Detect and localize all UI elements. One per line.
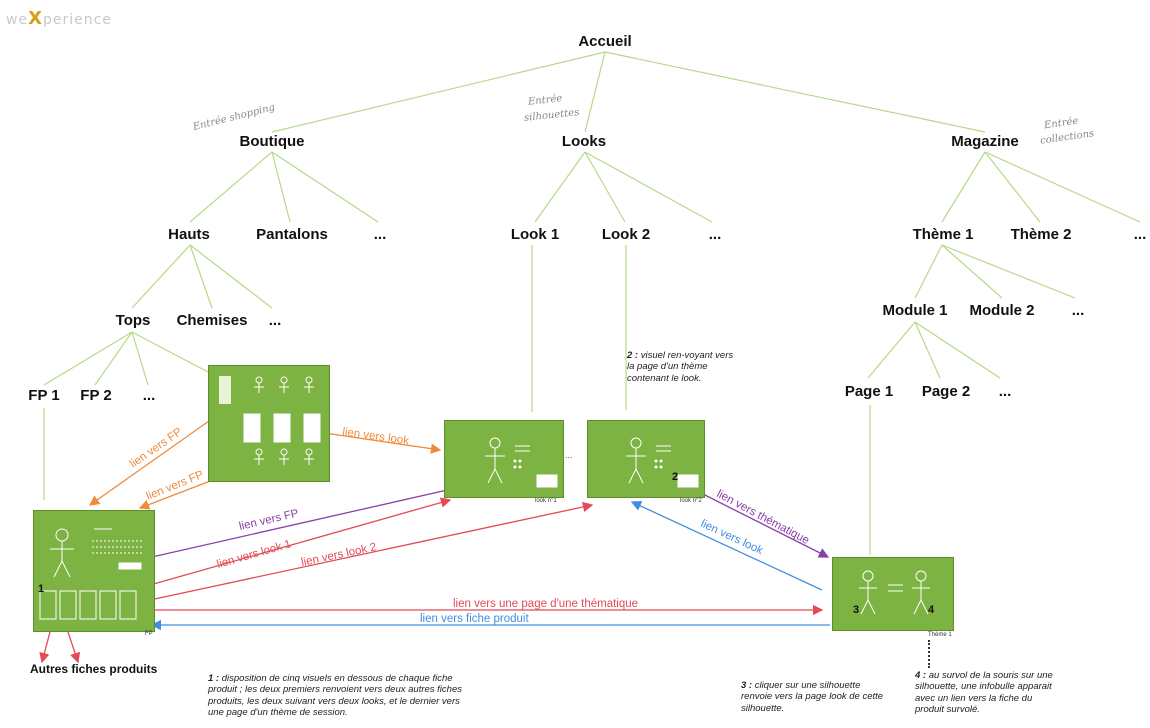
node-hauts-more: ... [268,312,282,329]
look2-caption: look n°2 [680,498,702,504]
node-look1: Look 1 [510,226,560,243]
look1-caption: look n°1 [535,498,557,504]
ellipsis-between-looks: ... [565,450,573,460]
link-label-fiche-produit: lien vers fiche produit [420,613,529,625]
marker-4: 4 [928,604,935,616]
node-look2: Look 2 [601,226,651,243]
note-2: 2 : visuel ren-voyant vers la page d'un … [627,350,737,384]
node-looks-more: ... [708,226,722,243]
link-label-look1: lien vers look 1 [216,538,293,571]
screen-look1 [444,420,564,498]
note-3-num: 3 : [741,680,753,691]
note-4-text: au survol de la souris sur une silhouett… [915,670,1053,716]
note-3: 3 : cliquer sur une silhouette renvoie v… [741,680,886,714]
note-3-text: cliquer sur une silhouette renvoie vers … [741,680,884,714]
logo-x: X [28,8,43,29]
node-theme1: Thème 1 [912,226,974,243]
node-chemises: Chemises [176,312,248,329]
note-1: 1 : disposition de cinq visuels en desso… [208,673,470,719]
link-label-page-thematique: lien vers une page d'une thématique [453,598,638,610]
marker-2: 2 [672,471,679,483]
screen-theme-page: 3 4 [832,557,954,631]
node-boutique: Boutique [239,133,305,150]
note-1-num: 1 : [208,673,220,684]
marker-1: 1 [38,583,45,595]
node-module2: Module 2 [969,302,1035,319]
screen-category-tops [208,365,330,482]
screen-fiche-produit: 1 [33,510,155,632]
screen-look2: 2 [587,420,705,498]
node-page1: Page 1 [844,383,894,400]
fp-caption: FP [145,631,153,637]
look2-thumbnail [626,437,699,488]
note-1-text: disposition de cinq visuels en dessous d… [208,673,462,719]
node-hauts: Hauts [168,226,210,243]
link-label-look: lien vers look [342,426,410,447]
node-magazine: Magazine [951,133,1019,150]
marker-3: 3 [853,604,860,616]
theme-caption: Thème 1 [928,632,952,638]
node-boutique-more: ... [373,226,387,243]
link-label-look2: lien vers look 2 [300,541,378,569]
node-looks: Looks [561,133,607,150]
note-2-text: visuel ren-voyant vers la page d'un thèm… [627,350,734,384]
node-tops: Tops [115,312,151,329]
node-page2: Page 2 [921,383,971,400]
node-module1-more: ... [998,383,1012,400]
fiche-produit-thumbnail [39,528,144,620]
node-theme1-more: ... [1071,302,1085,319]
link-label-fp-purple: lien vers FP [238,507,300,532]
logo-prefix: we [6,12,29,28]
node-tops-more: ... [142,387,156,404]
tooltip-dotted-line [928,640,932,668]
look1-thumbnail [485,437,558,488]
autres-fiches-produits-label: Autres fiches produits [30,662,158,676]
node-pantalons: Pantalons [256,226,328,243]
link-label-fp-1: lien vers FP [128,426,185,471]
wexperience-logo: weXperience [6,8,112,29]
node-theme2: Thème 2 [1010,226,1072,243]
node-magazine-more: ... [1133,226,1147,243]
category-page-thumbnail [219,376,321,465]
node-accueil: Accueil [578,33,632,50]
note-2-num: 2 : [627,350,639,361]
node-fp2: FP 2 [80,387,112,404]
logo-suffix: perience [42,12,112,28]
note-4-num: 4 : [915,670,927,681]
node-module1: Module 1 [882,302,948,319]
note-4: 4 : au survol de la souris sur une silho… [915,670,1055,716]
node-fp1: FP 1 [28,387,60,404]
theme-page-thumbnail [859,570,930,615]
